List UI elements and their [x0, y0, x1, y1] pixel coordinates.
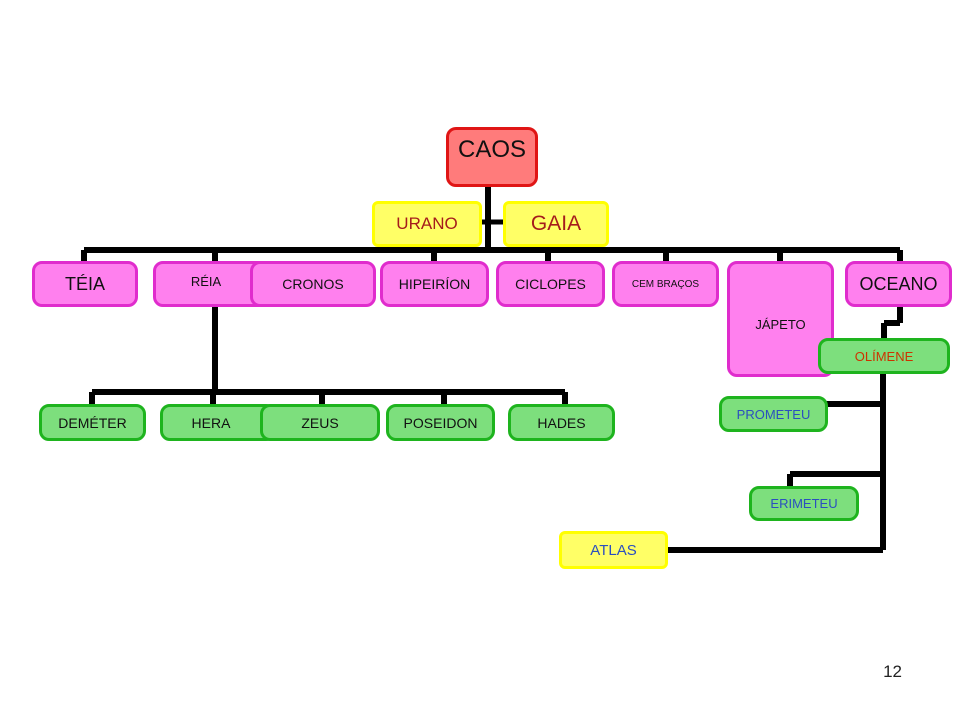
node-atlas: ATLAS: [559, 531, 668, 569]
node-cem-bracos: CEM BRAÇOS: [612, 261, 719, 307]
node-gaia: GAIA: [503, 201, 609, 247]
node-cronos: CRONOS: [250, 261, 376, 307]
node-zeus: ZEUS: [260, 404, 380, 441]
node-demeter: DEMÉTER: [39, 404, 146, 441]
node-prometeu: PROMETEU: [719, 396, 828, 432]
node-hipeirion: HIPEIRÍON: [380, 261, 489, 307]
node-ciclopes: CICLOPES: [496, 261, 605, 307]
page-number: 12: [883, 662, 902, 681]
node-poseidon: POSEIDON: [386, 404, 495, 441]
node-teia: TÉIA: [32, 261, 138, 307]
node-erimeteu: ERIMETEU: [749, 486, 859, 521]
node-urano: URANO: [372, 201, 482, 247]
node-caos: CAOS: [446, 127, 538, 187]
node-hera: HERA: [160, 404, 276, 441]
node-hades: HADES: [508, 404, 615, 441]
node-oceano: OCEANO: [845, 261, 952, 307]
node-japeto: JÁPETO: [727, 261, 834, 377]
node-olimene: OLÍMENE: [818, 338, 950, 374]
